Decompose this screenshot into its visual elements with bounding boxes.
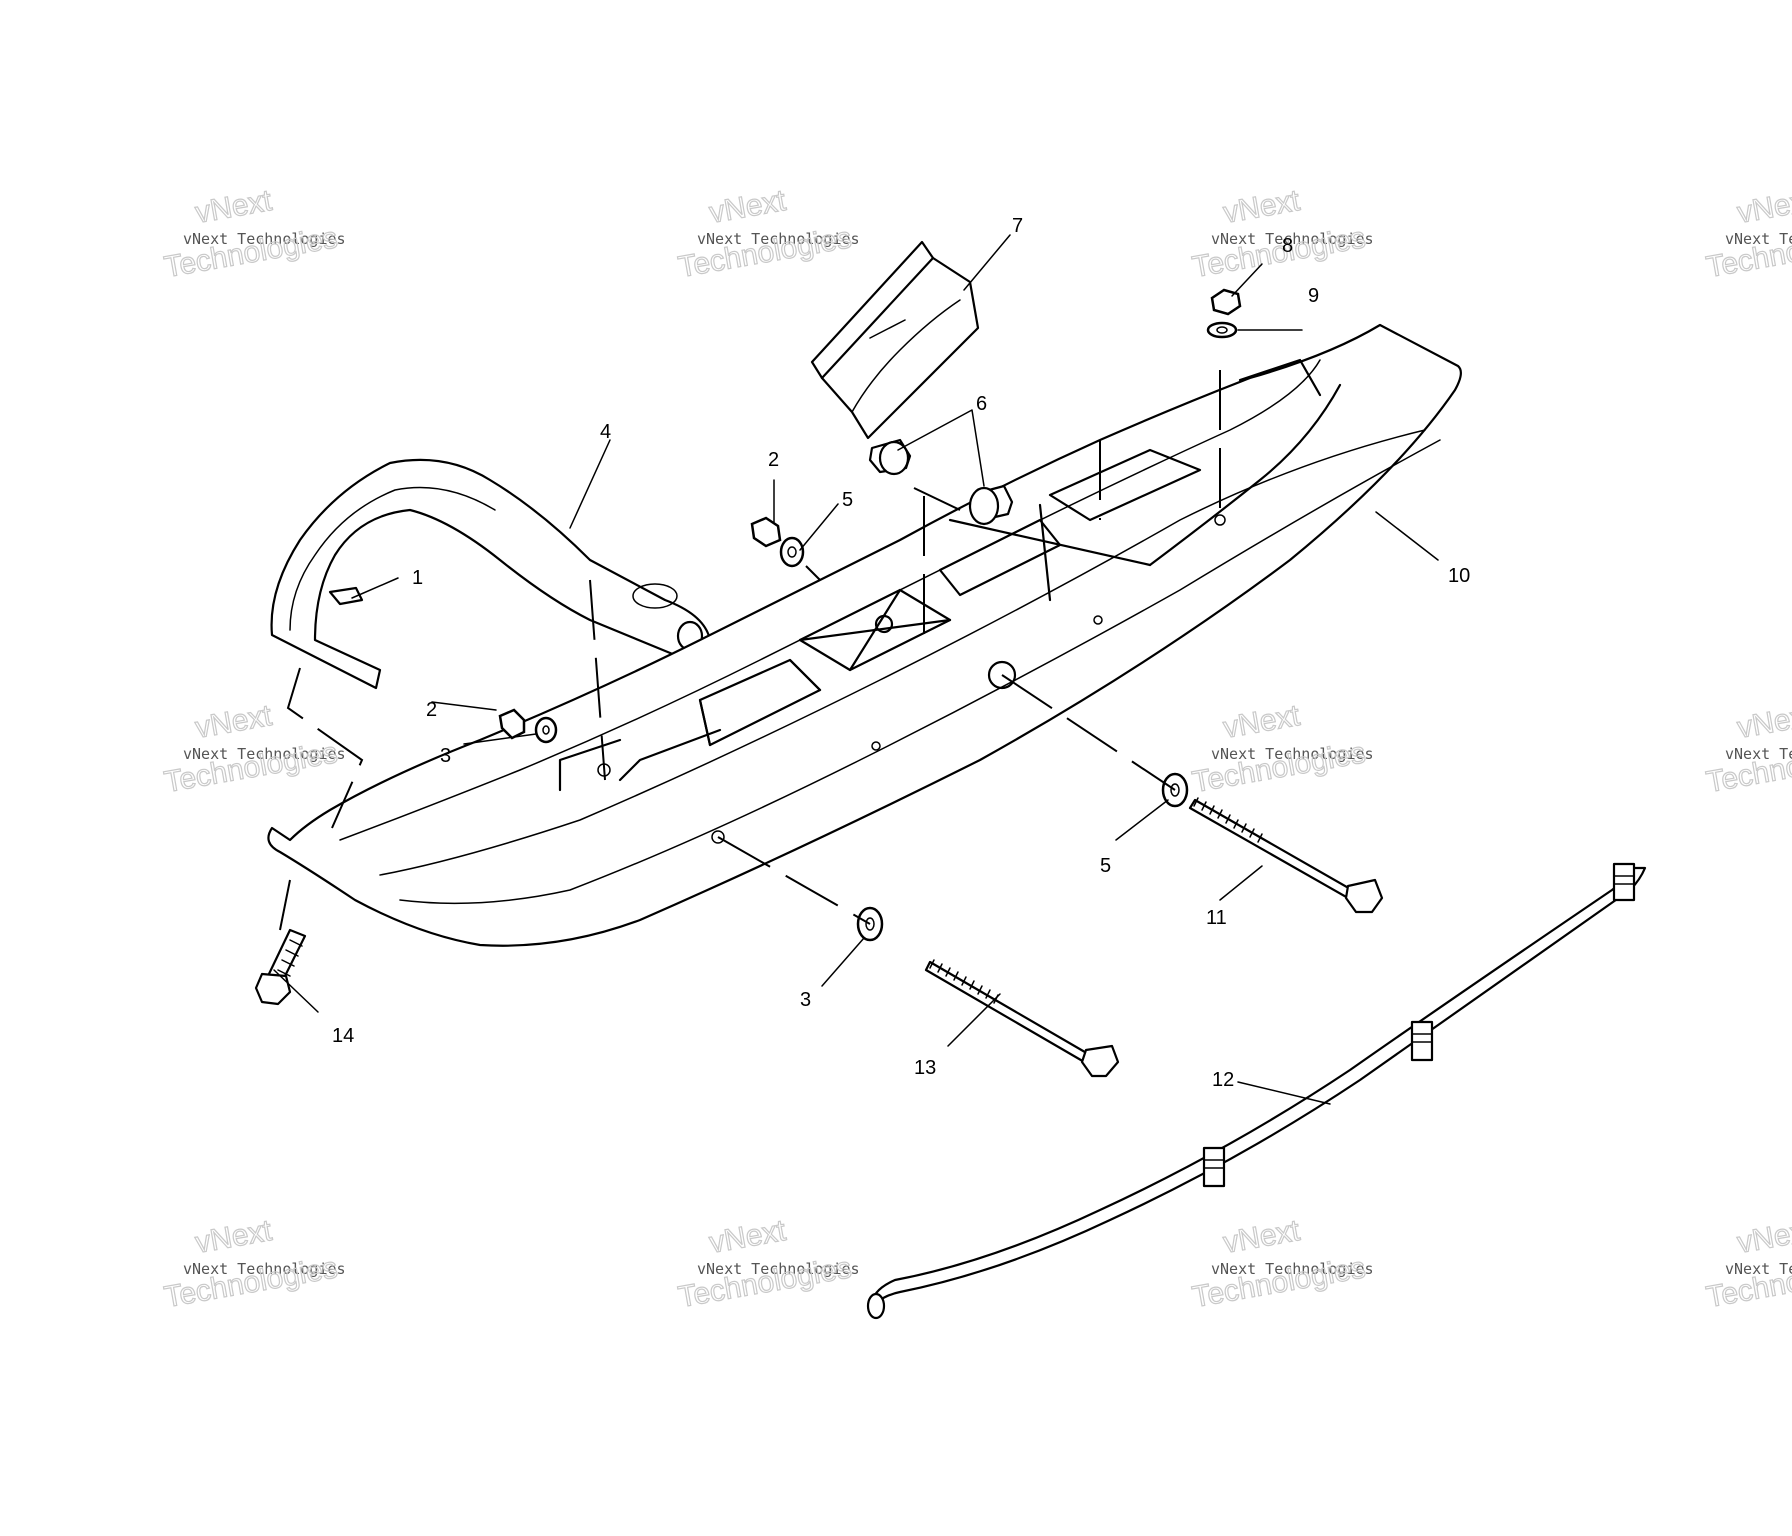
svg-text:vNext: vNext [707, 184, 789, 230]
washer-part [779, 536, 805, 568]
svg-text:vNext: vNext [1221, 184, 1303, 230]
leader-lines [273, 234, 1439, 1105]
svg-text:vNext: vNext [707, 1214, 789, 1260]
svg-text:vNext Technologies: vNext Technologies [1211, 1260, 1374, 1278]
ski-handle-part [270, 458, 712, 690]
callout-9: 9 [1308, 285, 1319, 307]
watermark: vNext vNext Technologies Technologies [1189, 698, 1374, 799]
ski-body-part [267, 323, 1462, 947]
callout-10: 10 [1448, 565, 1470, 587]
wear-bar-part [866, 862, 1647, 1320]
svg-text:vNext: vNext [1735, 184, 1792, 230]
bolt-long-part [1188, 797, 1384, 914]
svg-text:vNext: vNext [193, 184, 275, 230]
callout-11: 11 [1206, 907, 1227, 929]
washer-part [534, 716, 558, 744]
svg-text:vNext: vNext [193, 1214, 275, 1260]
svg-text:vNext Technologies: vNext Technologies [1725, 230, 1792, 248]
callout-1: 1 [412, 567, 423, 589]
svg-text:vNext: vNext [1221, 1214, 1303, 1260]
svg-text:vNext Technologies: vNext Technologies [1725, 745, 1792, 763]
svg-text:vNext: vNext [1735, 699, 1792, 745]
watermark: vNext vNext Technologies Technologies [161, 1213, 346, 1314]
callout-12: 12 [1212, 1069, 1234, 1091]
washer-part [1206, 321, 1238, 339]
callout-7: 7 [1012, 215, 1023, 237]
watermark: vNext vNext Technologies Technologies [1703, 183, 1792, 284]
svg-text:vNext: vNext [193, 699, 275, 745]
nut-part [498, 708, 526, 740]
watermark: vNext vNext Technologies Technologies [1189, 1213, 1374, 1314]
svg-text:vNext Technologies: vNext Technologies [1725, 1260, 1792, 1278]
svg-text:vNext Technologies: vNext Technologies [183, 745, 346, 763]
callout-8: 8 [1282, 235, 1293, 257]
callout-14: 14 [332, 1025, 354, 1047]
bolt-short-part [254, 928, 307, 1006]
watermark: vNext vNext Technologies Technologies [161, 698, 346, 799]
callout-4: 4 [600, 421, 611, 443]
svg-text:vNext Technologies: vNext Technologies [183, 1260, 346, 1278]
callout-5: 5 [1100, 855, 1111, 877]
callout-2: 2 [426, 699, 437, 721]
svg-text:vNext Technologies: vNext Technologies [697, 1260, 860, 1278]
svg-text:vNext Technologies: vNext Technologies [697, 230, 860, 248]
callout-2: 2 [768, 449, 779, 471]
callouts: 1 2 2 3 3 4 5 5 6 7 8 9 10 11 12 13 14 [332, 215, 1470, 1091]
watermark: vNext vNext Technologies Technologies [161, 183, 346, 284]
watermark: vNext vNext Technologies Technologies [675, 183, 860, 284]
callout-3: 3 [800, 989, 811, 1011]
nut-part [1210, 288, 1242, 316]
watermark: vNext vNext Technologies Technologies [1703, 698, 1792, 799]
watermark: vNext vNext Technologies Technologies [1703, 1213, 1792, 1314]
callout-6: 6 [976, 393, 987, 415]
svg-text:vNext: vNext [1735, 1214, 1792, 1260]
bolt-part [924, 959, 1120, 1078]
callout-3: 3 [440, 745, 451, 767]
watermark: vNext vNext Technologies Technologies [675, 1213, 860, 1314]
assembly-lines [279, 370, 1221, 931]
svg-text:vNext Technologies: vNext Technologies [1211, 745, 1374, 763]
svg-text:vNext Technologies: vNext Technologies [183, 230, 346, 248]
ski-saddle-part [810, 240, 980, 440]
callout-5: 5 [842, 489, 853, 511]
svg-text:vNext: vNext [1221, 699, 1303, 745]
nut-part [750, 516, 782, 548]
callout-13: 13 [914, 1057, 936, 1079]
svg-text:vNext Technologies: vNext Technologies [1211, 230, 1374, 248]
